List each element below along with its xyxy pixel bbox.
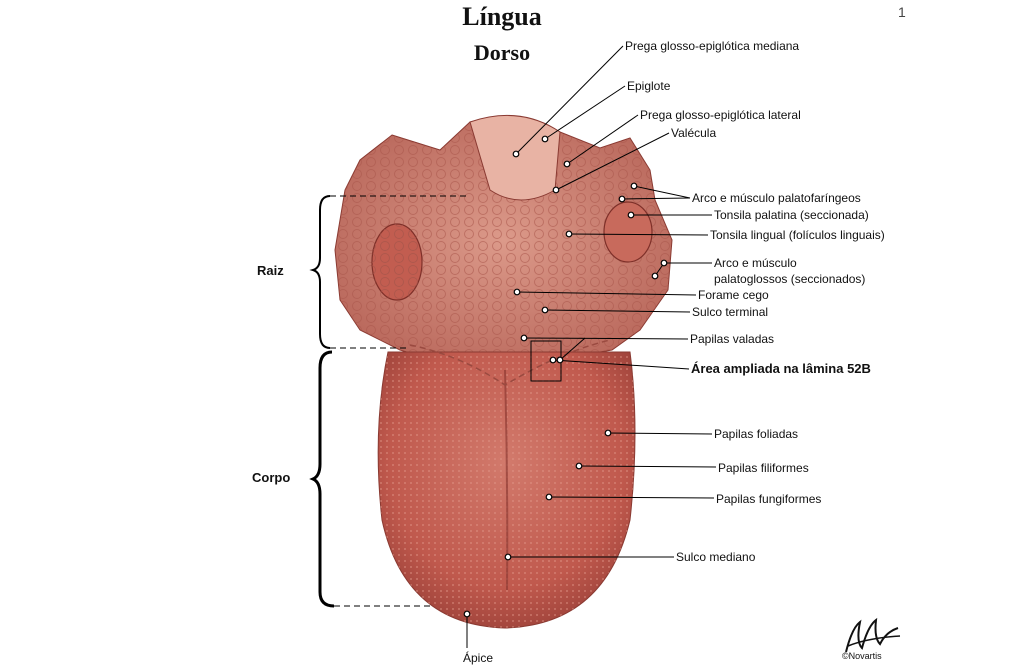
root-bracket [309,195,331,349]
anchor-point-lateral-glossoepiglottic-fold [563,160,571,168]
label-palatoglossal-arch-line1: Arco e músculo [714,256,797,270]
leader-line-foliate-papillae [607,432,713,435]
label-palatoglossal-arch-line2: palatoglossos (seccionados) [714,272,866,286]
anchor-point-median-glossoepiglottic-fold [512,150,520,158]
leader-line-vallecula [555,132,670,191]
leader-line-median-glossoepiglottic-fold [515,45,624,155]
leader-line-palatopharyngeal-arch-2 [633,185,691,199]
right-tonsil-shape [603,201,653,263]
corner-mark: 1 [898,4,906,20]
label-epiglottis: Epiglote [627,79,671,93]
label-median-glossoepiglottic-fold: Prega glosso-epiglótica mediana [625,39,800,53]
label-terminal-sulcus: Sulco terminal [692,305,769,319]
anchor-point-foliate-papillae [604,429,612,437]
label-lateral-glossoepiglottic-fold: Prega glosso-epiglótica lateral [640,108,801,122]
anchor-point-vallate-papillae [520,334,528,342]
page-subtitle: Dorso [473,40,531,65]
label-foramen-cecum: Forame cego [698,288,769,302]
anchor-point-palatoglossal-arch-2 [651,272,659,280]
label-median-sulcus: Sulco mediano [676,550,756,564]
copyright-text: ©Novartis [842,651,882,661]
anchor-point-foramen-cecum [513,288,521,296]
anchor-point-palatopharyngeal-arch [618,195,626,203]
anchor-point-fungiform-papillae [545,493,553,501]
median-sulcus-shape [504,369,509,591]
label-apex: Ápice [463,651,494,665]
section-label-body: Corpo [252,470,291,485]
body-bracket [309,350,335,608]
label-vallate-papillae: Papilas valadas [690,332,775,346]
leader-line-terminal-sulcus [544,309,691,313]
anchor-point-palatine-tonsil [627,211,635,219]
label-palatopharyngeal-arch: Arco e músculo palatofaríngeos [692,191,861,205]
epiglottis-shape [469,114,561,201]
artist-signature-logo [845,617,901,653]
label-palatine-tonsil: Tonsila palatina (seccionada) [714,208,869,222]
leader-line-vallate-papillae [523,337,689,340]
label-vallecula: Valécula [671,126,717,140]
anchor-point-magnified-area [549,356,557,364]
anchor-point-magnified-area-2 [556,356,564,364]
leader-line-palatopharyngeal-arch [621,197,691,200]
anchor-point-terminal-sulcus [541,306,549,314]
leader-line-epiglottis [544,85,626,140]
label-filiform-papillae: Papilas filiformes [718,461,809,475]
label-foliate-papillae: Papilas foliadas [714,427,799,441]
anchor-point-palatoglossal-arch [660,259,668,267]
leader-line-fungiform-papillae [548,496,715,499]
page-title: Língua [462,2,542,31]
anchor-point-lingual-tonsil [565,230,573,238]
label-fungiform-papillae: Papilas fungiformes [716,492,822,506]
anchor-point-palatopharyngeal-arch-2 [630,182,638,190]
anchor-point-epiglottis [541,135,549,143]
leader-line-magnified-area-2 [559,337,586,361]
section-label-root: Raiz [257,263,284,278]
label-lingual-tonsil: Tonsila lingual (folículos linguais) [710,228,885,242]
leader-line-lateral-glossoepiglottic-fold [566,114,639,165]
anchor-point-median-sulcus [504,553,512,561]
anchor-point-apex [463,610,471,618]
leader-line-foramen-cecum [516,291,697,296]
anchor-point-filiform-papillae [575,462,583,470]
leader-line-lingual-tonsil [568,233,709,236]
label-magnified-area: Área ampliada na lâmina 52B [691,361,871,376]
leader-line-magnified-area [552,359,690,370]
anchor-point-vallecula [552,186,560,194]
leader-line-filiform-papillae [578,465,717,468]
